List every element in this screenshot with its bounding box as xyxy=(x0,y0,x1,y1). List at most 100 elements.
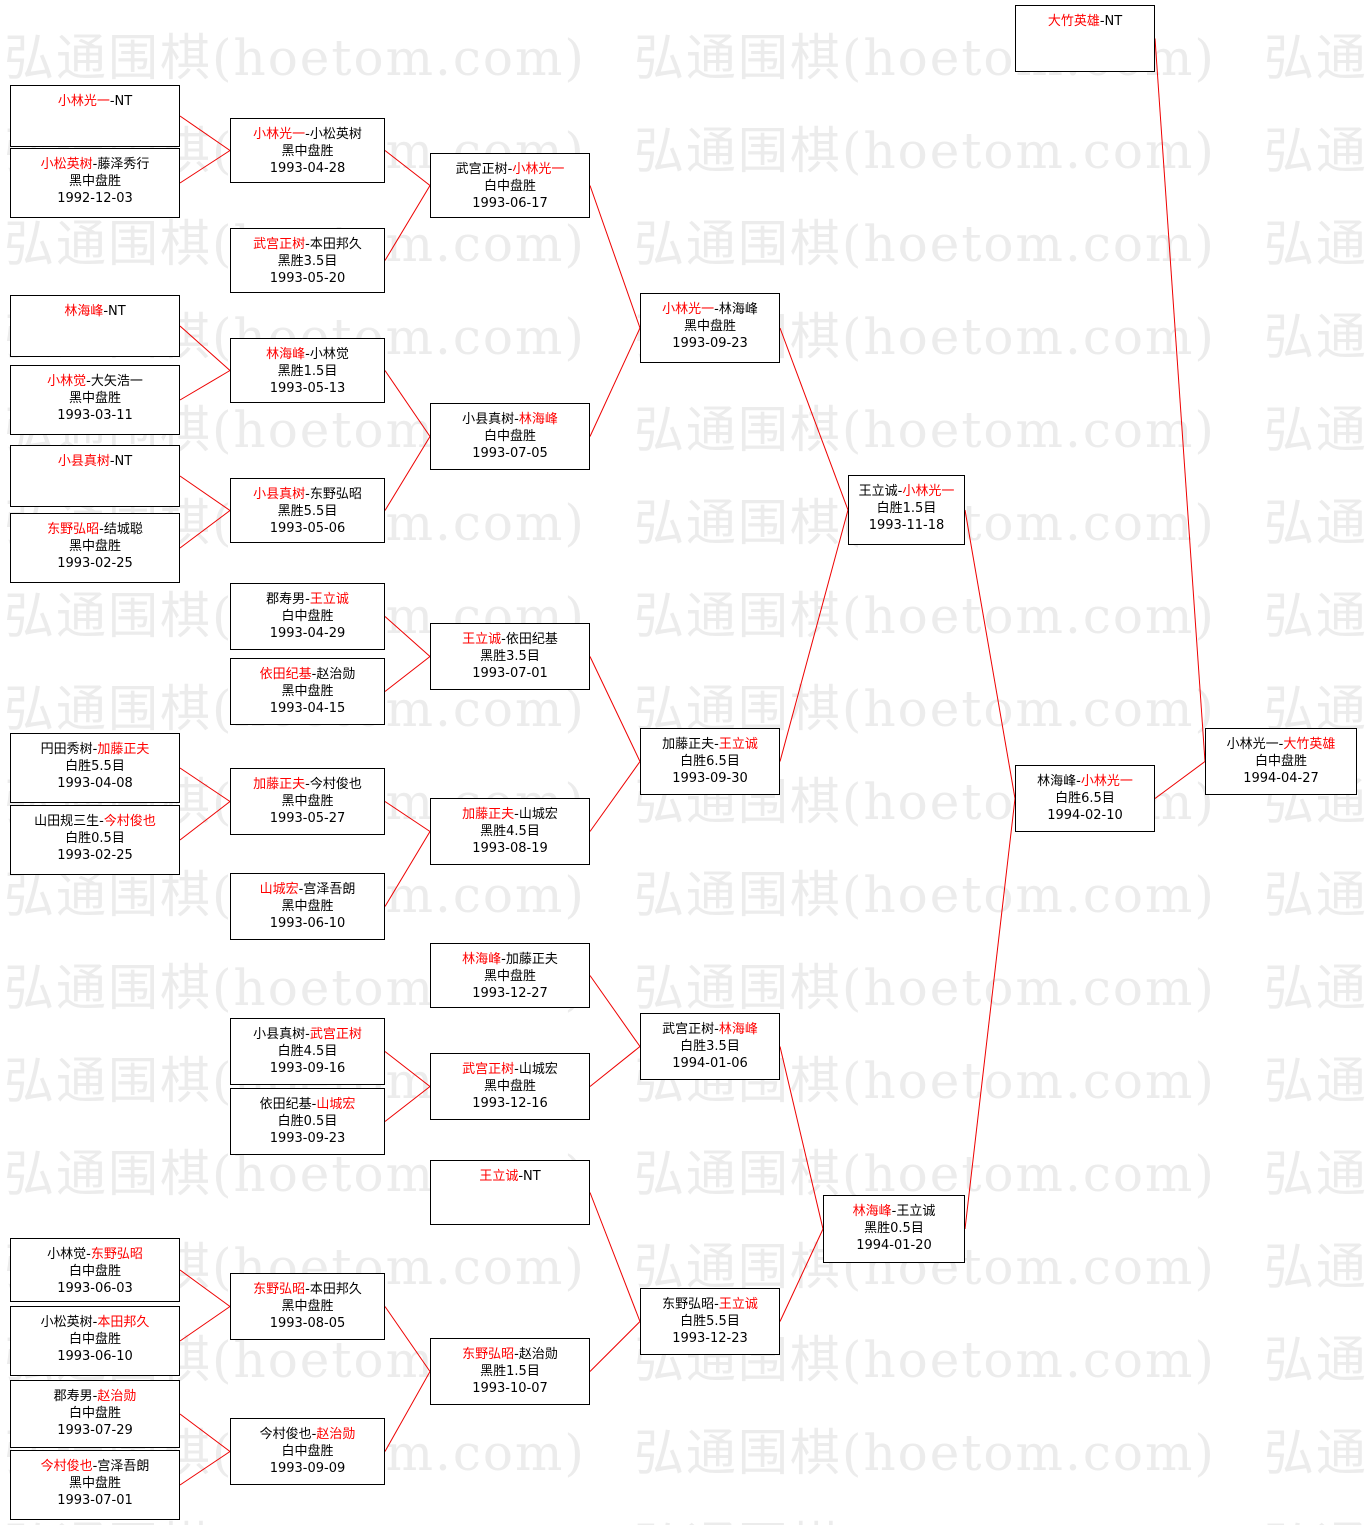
match-result: 白中盘胜 xyxy=(68,1406,121,1421)
match-date: 1993-04-15 xyxy=(269,701,346,716)
match-players: 武宫正树-林海峰 xyxy=(662,1022,758,1037)
match-result: 黑胜4.5目 xyxy=(480,824,540,839)
match-result: 白胜0.5目 xyxy=(65,831,125,846)
bracket-connector-line xyxy=(589,1046,641,1087)
match-date: 1993-04-28 xyxy=(269,161,346,176)
winner-name: 今村俊也 xyxy=(103,814,156,829)
match-players: 大竹英雄-NT xyxy=(1047,14,1123,29)
bracket-connector-line xyxy=(1154,761,1206,799)
match-date: 1993-06-10 xyxy=(57,1349,133,1364)
match-date: 1993-05-20 xyxy=(269,271,346,286)
bracket-connector-line xyxy=(779,327,849,511)
match-result: 白中盘胜 xyxy=(1254,754,1307,769)
match-result: 黑中盘胜 xyxy=(281,684,334,699)
player-seed-box: 林海峰-NT xyxy=(10,295,180,357)
bracket-connector-line xyxy=(179,475,231,511)
match-players: 东野弘昭-本田邦久 xyxy=(253,1282,362,1297)
winner-name: 加藤正夫 xyxy=(253,777,306,792)
match-players: 东野弘昭-王立诚 xyxy=(662,1297,758,1312)
bracket-connector-line xyxy=(179,1451,231,1486)
winner-name: 大竹英雄 xyxy=(1283,737,1336,752)
match-players: 小松英树-藤泽秀行 xyxy=(40,157,150,172)
match-date: 1993-05-27 xyxy=(269,811,346,826)
match-date xyxy=(11,127,179,144)
match-result: 黑胜3.5目 xyxy=(480,649,540,664)
match-date: 1993-09-16 xyxy=(269,1061,346,1076)
match-players: 山城宏-宫泽吾朗 xyxy=(259,882,356,897)
winner-name: 依田纪基 xyxy=(259,667,312,682)
winner-name: 山城宏 xyxy=(316,1097,356,1112)
match-result: 白中盘胜 xyxy=(281,1444,334,1459)
match-date: 1993-08-19 xyxy=(472,841,548,856)
match-date: 1993-06-03 xyxy=(57,1281,133,1296)
match-players: 小松英树-本田邦久 xyxy=(40,1315,150,1330)
match-date: 1994-01-20 xyxy=(856,1238,932,1253)
winner-name: 武宫正树 xyxy=(462,1062,515,1077)
bracket-connector-line xyxy=(179,1306,231,1342)
bracket-connector-line xyxy=(179,325,231,371)
bracket-connector-line xyxy=(179,370,231,401)
match-result: 黑中盘胜 xyxy=(68,539,121,554)
bracket-connector-line xyxy=(384,831,431,907)
match-date xyxy=(431,1202,589,1219)
match-date: 1993-02-25 xyxy=(57,848,133,863)
match-result: 白中盘胜 xyxy=(68,1332,121,1347)
player-seed-box: 王立诚-NT xyxy=(430,1160,590,1225)
match-players: 加藤正夫-王立诚 xyxy=(662,737,758,752)
bracket-connector-line xyxy=(1154,38,1206,762)
match-players: 林海峰-NT xyxy=(64,304,126,319)
bracket-connector-line xyxy=(179,1413,231,1452)
winner-name: 东野弘昭 xyxy=(462,1347,515,1362)
match-date: 1993-06-10 xyxy=(269,916,346,931)
match-date: 1993-08-05 xyxy=(269,1316,346,1331)
winner-name: 小县真树 xyxy=(57,454,110,469)
winner-name: 赵治勋 xyxy=(97,1389,137,1404)
match-result: 白胜0.5目 xyxy=(277,1114,338,1129)
match-result xyxy=(11,320,179,337)
match-result: 白中盘胜 xyxy=(281,609,334,624)
bracket-connector-line xyxy=(179,1269,231,1307)
match-result: 黑中盘胜 xyxy=(683,319,736,334)
winner-name: 小林觉 xyxy=(47,374,87,389)
match-result xyxy=(11,110,179,127)
bracket-connector-line xyxy=(179,510,231,549)
match-players: 小林光一-小松英树 xyxy=(253,127,362,142)
match-result: 白胜6.5目 xyxy=(1055,791,1115,806)
match-players: 武宫正树-小林光一 xyxy=(455,162,565,177)
match-date: 1993-06-17 xyxy=(472,196,548,211)
bracket-connector-line xyxy=(384,436,431,511)
bracket-connector-line xyxy=(384,370,431,437)
match-box: 小松英树-本田邦久白中盘胜 1993-06-10 xyxy=(10,1306,180,1376)
match-date: 1993-12-27 xyxy=(472,986,548,1001)
match-date: 1994-01-06 xyxy=(672,1056,748,1071)
bracket-connector-line xyxy=(589,1192,641,1322)
winner-name: 本田邦久 xyxy=(97,1315,150,1330)
player-seed-box: 小林光一-NT xyxy=(10,85,180,147)
winner-name: 小松英树 xyxy=(40,157,93,172)
match-result: 黑胜1.5目 xyxy=(480,1364,540,1379)
player-seed-box: 大竹英雄-NT xyxy=(1015,5,1155,72)
match-date: 1993-09-23 xyxy=(269,1131,346,1146)
bracket-connector-line xyxy=(179,801,231,841)
bracket-connector-line xyxy=(779,509,849,762)
match-result: 黑中盘胜 xyxy=(68,174,121,189)
match-result xyxy=(1016,30,1154,47)
match-date: 1993-07-01 xyxy=(472,666,548,681)
match-result: 黑中盘胜 xyxy=(483,1079,536,1094)
match-players: 小县真树-东野弘昭 xyxy=(253,487,362,502)
bracket-connector-line xyxy=(179,767,231,802)
bracket-connector-line xyxy=(589,761,641,832)
bracket-connector-line xyxy=(384,1051,431,1087)
